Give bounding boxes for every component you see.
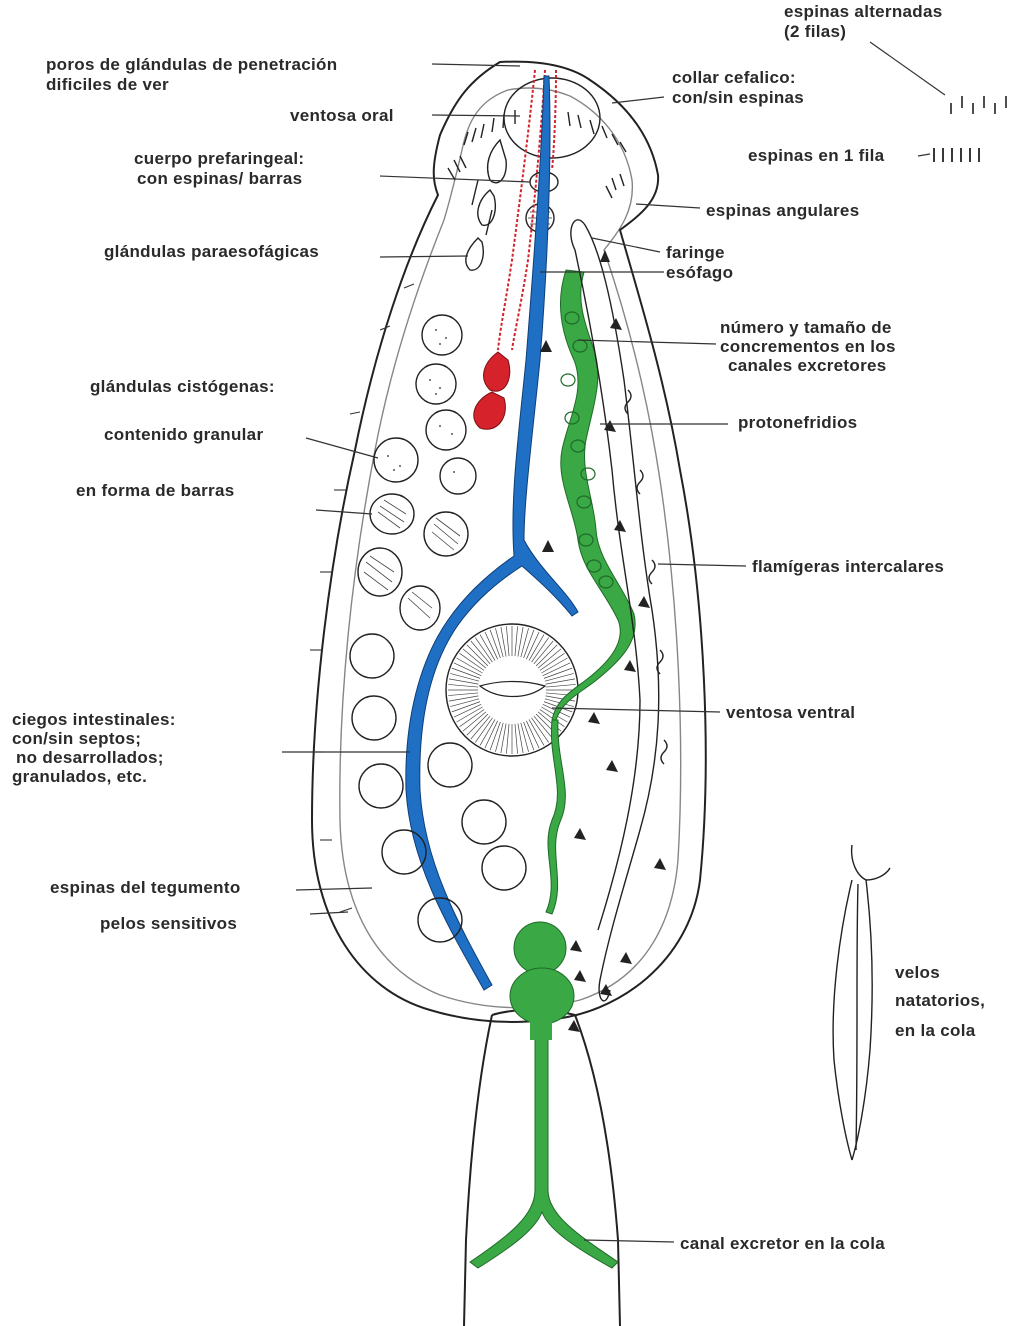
label-espinas-alternadas-2: (2 filas) — [784, 22, 846, 41]
label-glandulas-paraesofagicas: glándulas paraesofágicas — [104, 242, 319, 261]
paraesophageal-glands — [466, 140, 506, 270]
label-concrementos: número y tamaño de — [720, 318, 892, 337]
label-glandulas-cistogenas: glándulas cistógenas: — [90, 377, 275, 396]
label-ciegos-intestinales: ciegos intestinales: — [12, 710, 176, 729]
cystogenous-glands-granular — [374, 315, 476, 494]
label-espinas-1-fila: espinas en 1 fila — [748, 146, 885, 165]
sucker-striation — [515, 724, 518, 754]
sucker-striation — [467, 645, 488, 666]
label-canal-excretor-cola: canal excretor en la cola — [680, 1234, 885, 1253]
label-pelos-sensitivos: pelos sensitivos — [100, 914, 237, 933]
label-espinas-angulares: espinas angulares — [706, 201, 859, 220]
sucker-striation — [546, 684, 576, 687]
sucker-striation — [506, 626, 509, 656]
label-cuerpo-prefaringeal-2: con espinas/ barras — [137, 169, 302, 188]
single-row-spines-icon — [934, 148, 979, 162]
sucker-striation — [448, 684, 478, 687]
label-collar-cefalico: collar cefalico: — [672, 68, 796, 87]
sucker-striation — [448, 693, 478, 696]
sucker-striation — [515, 626, 518, 656]
label-ciegos-intestinales-3: no desarrollados; — [16, 748, 164, 767]
label-esofago: esófago — [666, 263, 733, 282]
label-velos-2: natatorios, — [895, 991, 985, 1010]
cystogenous-glands-bars — [358, 494, 468, 630]
label-concrementos-2: concrementos en los — [720, 337, 896, 356]
label-ventosa-ventral: ventosa ventral — [726, 703, 855, 722]
label-espinas-alternadas: espinas alternadas — [784, 2, 942, 21]
body-outline — [312, 62, 706, 1022]
label-ventosa-oral: ventosa oral — [290, 106, 394, 125]
label-en-forma-de-barras: en forma de barras — [76, 481, 234, 500]
label-ciegos-intestinales-2: con/sin septos; — [12, 729, 141, 748]
annotation-labels: poros de glándulas de penetración difici… — [12, 2, 985, 1253]
label-espinas-tegumento: espinas del tegumento — [50, 878, 241, 897]
label-ciegos-intestinales-4: granulados, etc. — [12, 767, 147, 786]
alternating-spines-icon — [951, 96, 1006, 114]
label-poros: poros de glándulas de penetración — [46, 55, 337, 74]
tail-excretory-canal — [470, 1030, 618, 1268]
label-collar-cefalico-2: con/sin espinas — [672, 88, 804, 107]
tegument-spines — [310, 284, 414, 912]
label-faringe: faringe — [666, 243, 725, 262]
tail-outline — [464, 1015, 492, 1326]
sucker-striation — [536, 645, 557, 666]
leader-lines — [282, 42, 945, 1242]
label-velos-3: en la cola — [895, 1021, 976, 1040]
label-concrementos-3: canales excretores — [728, 356, 887, 375]
sucker-striation — [467, 714, 488, 735]
label-flamigeras: flamígeras intercalares — [752, 557, 944, 576]
tail-outline-right — [575, 1015, 620, 1326]
label-poros-2: dificiles de ver — [46, 75, 169, 94]
label-cuerpo-prefaringeal: cuerpo prefaringeal: — [134, 149, 304, 168]
swimming-veils-illustration — [833, 845, 890, 1160]
sucker-striation — [506, 724, 509, 754]
label-velos: velos — [895, 963, 940, 982]
label-protonefridios: protonefridios — [738, 413, 857, 432]
label-contenido-granular: contenido granular — [104, 425, 263, 444]
